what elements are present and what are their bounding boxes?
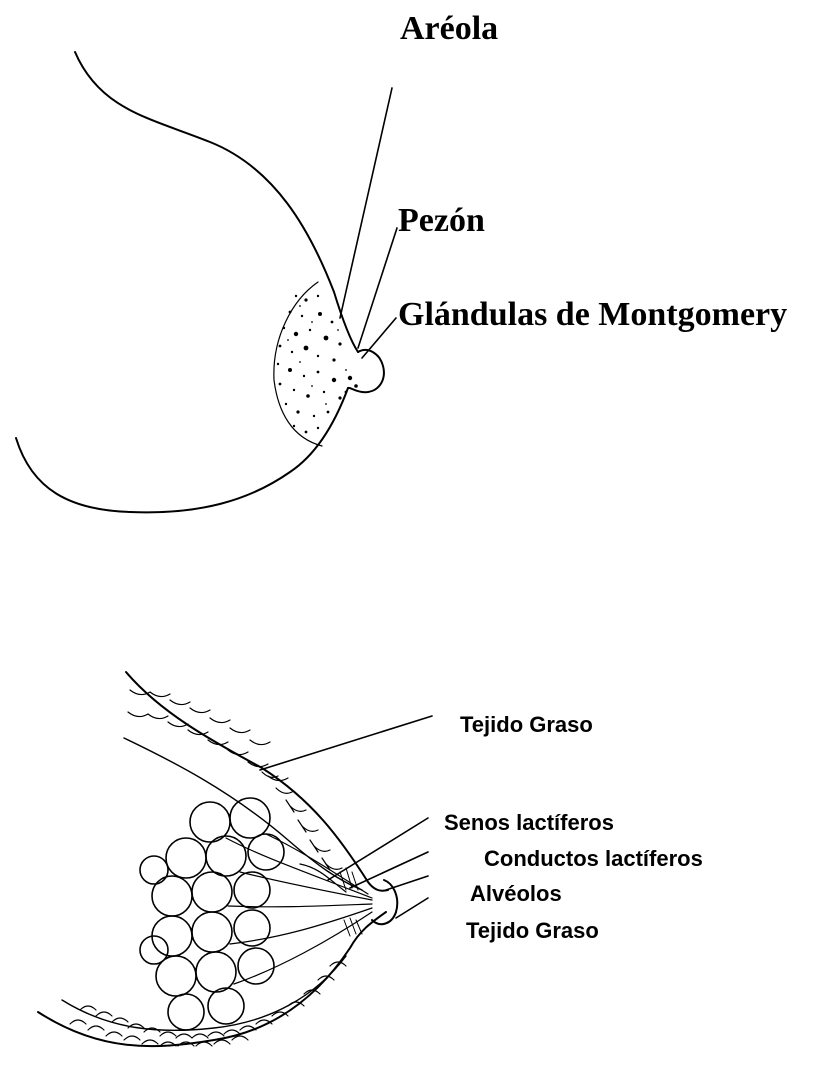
alveoli-pointer [386,876,428,890]
fatty-tissue-top-pointer [260,716,432,770]
montgomery-pointer-line [362,318,396,358]
nipple-label: Pezón [398,204,485,238]
fatty-tissue-bottom-label: Tejido Graso [466,920,599,942]
fatty-tissue-top-label: Tejido Graso [460,714,593,736]
lactiferous-sinuses-label: Senos lactíferos [444,812,614,834]
alveoli-clusters [140,798,284,1030]
nipple-outline [348,350,384,392]
lactiferous-ducts-label: Conductos lactíferos [484,848,703,870]
alveoli-label: Alvéolos [470,883,562,905]
section-nipple-outline [372,880,397,924]
fat-layer-inner-bottom [62,956,346,1030]
montgomery-glands-label: Glándulas de Montgomery [398,298,787,332]
sinuses-pointer [328,818,428,880]
breast-upper-outline [75,52,358,352]
areola-pointer-line [340,88,392,318]
nipple-pointer-line [358,228,397,348]
breast-lower-outline [16,388,348,512]
internal-breast-illustration [38,672,432,1046]
external-breast-illustration [16,52,397,512]
areola-label: Aréola [400,12,498,46]
fatty-tissue-bottom-pointer [396,898,428,918]
areola-edge [274,282,322,446]
